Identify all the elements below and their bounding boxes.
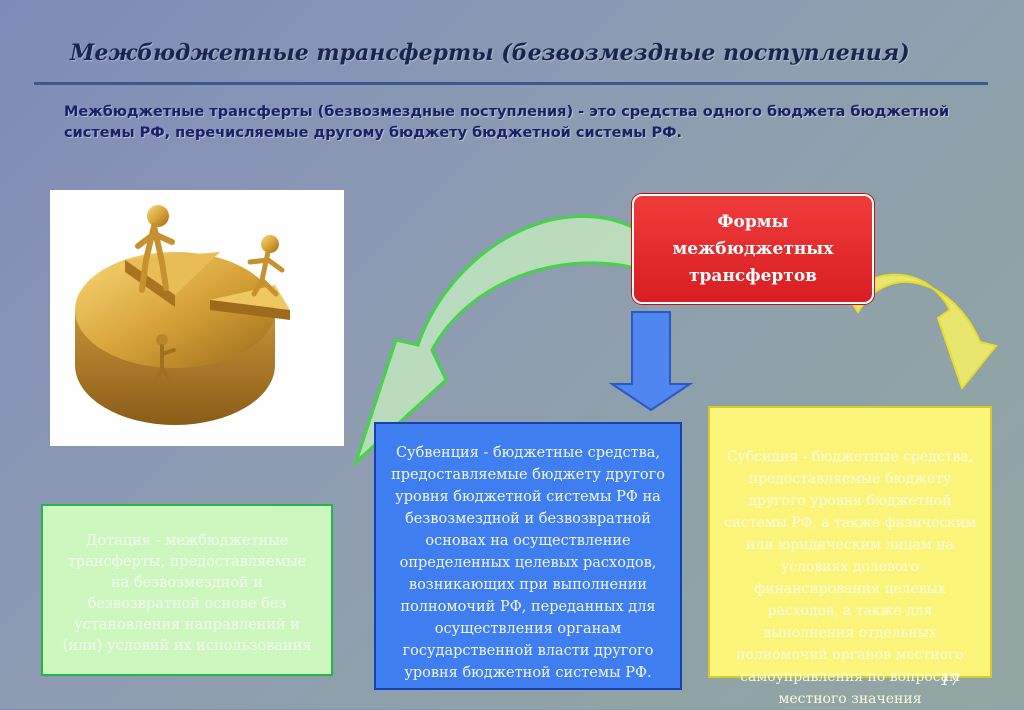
yellow-curved-arrow [846,273,998,391]
golden-pie-figures-image [75,205,290,425]
page-number: 17 [940,670,961,689]
slide-title: Межбюджетные трансферты (безвозмездные п… [70,40,910,66]
forms-box-label: Формы межбюджетных трансфертов [672,211,834,286]
subvention-text: Субвенция - бюджетные средства, предоста… [391,445,665,681]
green-curved-arrow [352,214,644,467]
definition-text: Межбюджетные трансферты (безвозмездные п… [64,104,950,141]
blue-down-arrow [608,311,694,412]
illustration [50,190,344,446]
subvention-card: Субвенция - бюджетные средства, предоста… [374,422,682,690]
subsidy-card: Субсидия - бюджетные средства, предостав… [708,406,992,707]
dotation-text: Дотация - межбюджетные трансферты, предо… [62,533,312,654]
title-divider [34,82,988,85]
dotation-card: Дотация - межбюджетные трансферты, предо… [41,504,333,676]
subsidy-text: Субсидия - бюджетные средства, предостав… [723,449,977,707]
forms-of-transfers-box: Формы межбюджетных трансфертов [632,194,874,304]
